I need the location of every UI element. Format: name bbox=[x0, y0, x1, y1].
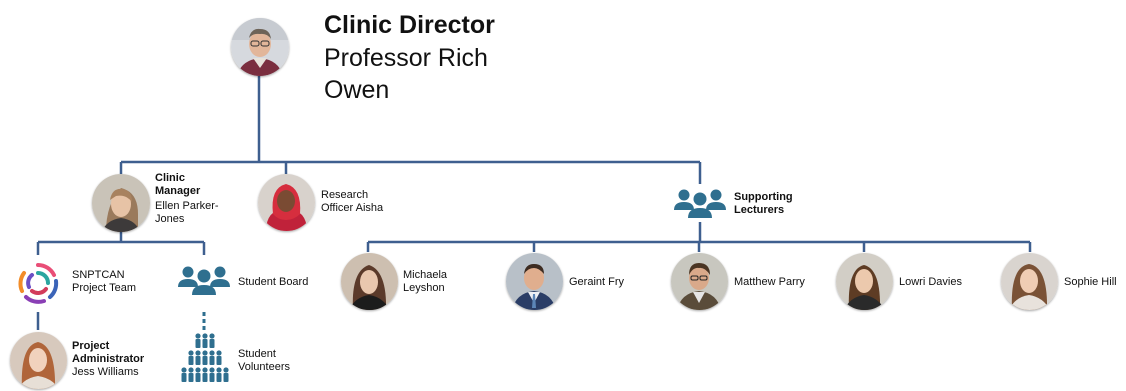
lecturer-name-michaela: Michaela Leyshon bbox=[403, 269, 448, 294]
people-group-icon bbox=[672, 186, 728, 220]
supporting-lecturers-title: Supporting Lecturers bbox=[734, 191, 794, 217]
research-officer-avatar bbox=[258, 174, 315, 231]
director-avatar bbox=[231, 18, 289, 76]
lecturer-avatar-lowri bbox=[836, 253, 893, 310]
lecturer-avatar-matthew bbox=[671, 253, 728, 310]
lecturer-avatar-geraint bbox=[506, 253, 563, 310]
manager-name: Ellen Parker-Jones bbox=[155, 200, 219, 225]
lecturer-name-matthew: Matthew Parry bbox=[734, 276, 805, 288]
lecturer-name-geraint: Geraint Fry bbox=[569, 276, 625, 288]
research-officer-label: Research Officer Aisha bbox=[321, 189, 384, 214]
director-name: Professor Rich Owen bbox=[324, 44, 488, 104]
project-admin-avatar bbox=[10, 332, 67, 389]
lecturer-avatar-michaela bbox=[341, 253, 398, 310]
manager-title: Clinic Manager bbox=[155, 172, 201, 197]
project-admin-name: Jess Williams bbox=[72, 366, 139, 378]
manager-avatar bbox=[92, 174, 150, 232]
lecturer-name-sophie: Sophie Hill bbox=[1064, 276, 1117, 288]
student-board-icon bbox=[176, 262, 232, 298]
lecturer-avatar-sophie bbox=[1001, 253, 1058, 310]
project-admin-title: Project Administrator bbox=[72, 340, 145, 365]
project-team-logo-icon bbox=[16, 261, 60, 305]
project-admin-label: Project Administrator Jess Williams bbox=[72, 340, 162, 379]
supporting-lecturers-label: Supporting Lecturers bbox=[734, 191, 793, 216]
student-volunteers-icon bbox=[180, 332, 230, 386]
lecturer-name-lowri: Lowri Davies bbox=[899, 276, 962, 288]
student-board-label: Student Board bbox=[238, 276, 309, 288]
student-volunteers-label: Student Volunteers bbox=[238, 348, 290, 373]
manager-label: Clinic Manager Ellen Parker-Jones bbox=[155, 172, 235, 226]
project-team-label: SNPTCAN Project Team bbox=[72, 269, 136, 294]
director-title: Clinic Director bbox=[324, 11, 495, 39]
